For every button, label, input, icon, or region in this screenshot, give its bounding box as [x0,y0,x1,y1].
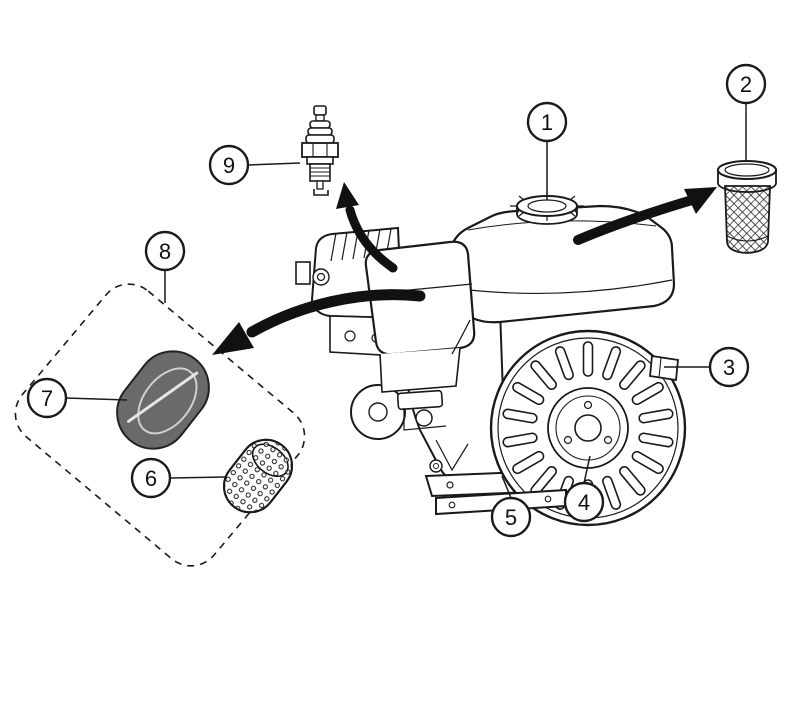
callout-7-circle [26,377,68,419]
plug-insulator-rib-1 [309,120,331,129]
fuel-cap [510,191,584,225]
callout-5-circle [490,496,532,538]
callout-7-leader [65,397,128,401]
callout-1: 1 [526,101,568,200]
callout-3-number: 3 [723,355,735,380]
callout-9-number: 9 [223,153,235,178]
foam-inner-rim [137,367,198,435]
spark-plug [301,105,339,196]
callouts: 1 2 3 4 5 6 7 [26,63,767,538]
breather-fitting [649,354,679,382]
shroud-bolt-outer [312,268,330,286]
callout-7-number: 7 [41,386,53,411]
oil-cap-center [433,463,439,469]
block-brace [435,439,469,472]
callout-3: 3 [664,346,750,388]
arrow-to-air-filter [212,289,426,355]
callout-6-leader [169,476,227,479]
callout-2-number: 2 [740,72,752,97]
callout-2-circle [725,63,767,105]
callout-9-circle [208,144,250,186]
perforated-holes [222,438,294,514]
strainer-mesh-body [724,185,771,254]
fuel-line [451,319,471,355]
callout-1-number: 1 [541,110,553,135]
callout-8: 8 [144,230,186,303]
callout-7: 7 [26,377,128,419]
callout-8-number: 8 [159,239,171,264]
callout-5-leader [501,475,512,499]
plug-stem [315,114,325,122]
plug-thread-lines [310,167,330,177]
strainer-bottom-rim [726,235,769,242]
plug-electrode [316,180,324,190]
callout-6-circle [130,457,172,499]
callout-4-number: 4 [578,490,590,515]
shroud-bolt-inner [316,272,326,282]
strainer-flange-inner [724,163,770,177]
fuel-tank [448,204,676,324]
flywheel-cover [489,329,687,527]
plug-hex [301,142,339,158]
callout-3-circle [708,346,750,388]
plug-ground-strap [313,189,329,196]
plug-hex-facets [312,143,328,157]
carburetor [396,389,447,431]
callout-9-leader [247,162,301,166]
air-housing-lower [379,347,461,393]
perforated-top-holes [252,444,288,477]
plug-terminal [313,105,327,116]
crankcase-cover [350,384,406,440]
arrowhead-strainer [684,187,717,214]
callout-4-leader [583,455,591,484]
plug-insulator-rib-3 [305,134,335,144]
arrow-to-spark-plug [336,182,398,273]
callout-4: 4 [563,455,605,523]
perforated-filter-element [222,438,294,514]
callout-4-circle [563,481,605,523]
flywheel-center [574,414,602,442]
callout-2: 2 [725,63,767,160]
callout-5: 5 [490,475,532,538]
callout-9: 9 [208,144,301,186]
arrowhead-spark-plug [336,182,359,209]
callout-5-number: 5 [505,505,517,530]
arrow-to-strainer [573,187,717,245]
plug-shell [306,156,334,165]
engine-illustration [295,191,687,527]
shroud-boss [295,261,311,285]
plug-insulator-rib-2 [307,127,333,136]
callout-6: 6 [130,457,227,499]
callout-1-circle [526,101,568,143]
oil-cap [429,459,443,473]
fuel-strainer-cup [717,160,777,254]
callout-6-number: 6 [145,466,157,491]
foam-highlight [127,371,199,423]
foam-filter-element [116,350,210,450]
tank-seam [451,279,673,295]
arrowhead-air-filter [212,322,254,355]
callout-8-circle [144,230,186,272]
